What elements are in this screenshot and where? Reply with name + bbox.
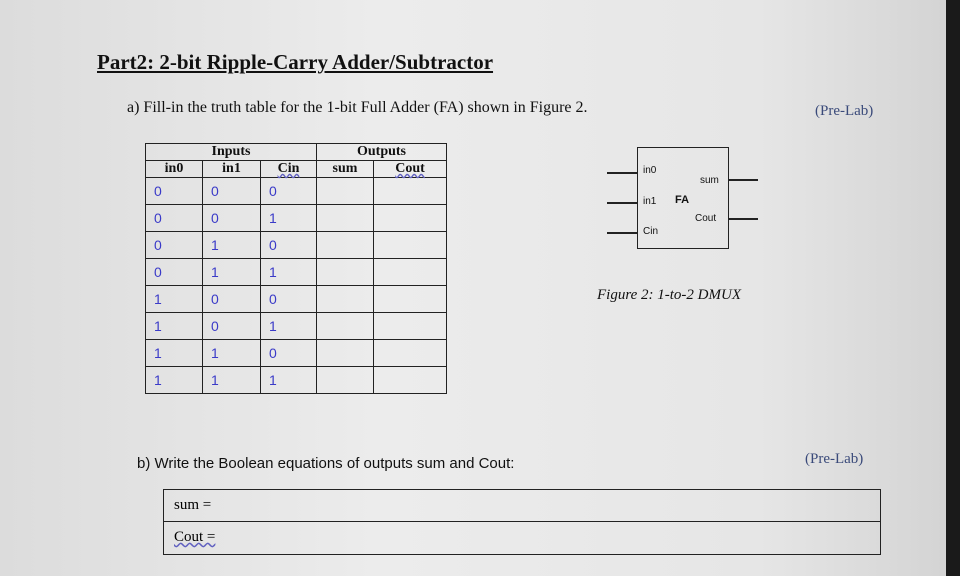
sum-equation-field[interactable]: sum = [164, 490, 880, 522]
wire-in1 [607, 202, 637, 204]
input-cell: 1 [260, 312, 317, 340]
cout-cell[interactable] [373, 204, 447, 232]
col-cin: Cin [260, 160, 317, 178]
label-sum: sum [700, 175, 719, 186]
sum-cell[interactable] [316, 312, 374, 340]
input-cell: 1 [202, 366, 261, 394]
label-fa: FA [675, 194, 690, 206]
cout-cell[interactable] [373, 312, 447, 340]
outputs-header: Outputs [316, 143, 447, 161]
input-cell: 1 [145, 339, 203, 367]
cout-cell[interactable] [373, 339, 447, 367]
input-cell: 0 [260, 339, 317, 367]
question-b: b) Write the Boolean equations of output… [137, 455, 515, 472]
col-in1: in1 [202, 160, 261, 178]
input-cell: 1 [202, 339, 261, 367]
prelab-tag-a: (Pre-Lab) [815, 103, 874, 119]
input-cell: 0 [260, 285, 317, 313]
sum-cell[interactable] [316, 258, 374, 286]
input-cell: 0 [202, 204, 261, 232]
label-cin: Cin [643, 226, 659, 237]
sum-cell[interactable] [316, 231, 374, 259]
question-a: a) Fill-in the truth table for the 1-bit… [127, 99, 588, 116]
input-cell: 1 [145, 285, 203, 313]
label-cout: Cout [695, 213, 717, 224]
input-cell: 0 [260, 177, 317, 205]
input-cell: 1 [202, 231, 261, 259]
inputs-header: Inputs [145, 143, 317, 161]
wire-cin [607, 232, 637, 234]
input-cell: 1 [202, 258, 261, 286]
input-cell: 1 [145, 366, 203, 394]
input-cell: 1 [260, 258, 317, 286]
input-cell: 1 [260, 366, 317, 394]
cout-cell[interactable] [373, 231, 447, 259]
sum-cell[interactable] [316, 285, 374, 313]
sum-cell[interactable] [316, 339, 374, 367]
input-cell: 0 [202, 285, 261, 313]
page-title: Part2: 2-bit Ripple-Carry Adder/Subtract… [97, 50, 494, 74]
input-cell: 0 [145, 258, 203, 286]
wire-cout [728, 218, 758, 220]
sum-cell[interactable] [316, 177, 374, 205]
col-sum: sum [316, 160, 374, 178]
wire-in0 [607, 172, 637, 174]
cout-cell[interactable] [373, 366, 447, 394]
figure-caption: Figure 2: 1-to-2 DMUX [597, 287, 741, 303]
cout-cell[interactable] [373, 258, 447, 286]
input-cell: 0 [260, 231, 317, 259]
full-adder-block: in0 in1 Cin FA sum Cout [607, 147, 758, 249]
equation-box: sum = Cout = [163, 489, 881, 555]
prelab-tag-b: (Pre-Lab) [805, 451, 864, 467]
cout-equation-field[interactable]: Cout = [174, 529, 216, 545]
label-in1: in1 [643, 196, 657, 207]
wire-sum [728, 179, 758, 181]
col-in0: in0 [145, 160, 203, 178]
sum-cell[interactable] [316, 204, 374, 232]
input-cell: 1 [145, 312, 203, 340]
input-cell: 1 [260, 204, 317, 232]
cout-cell[interactable] [373, 285, 447, 313]
sum-cell[interactable] [316, 366, 374, 394]
input-cell: 0 [202, 312, 261, 340]
col-cout: Cout [373, 160, 447, 178]
label-in0: in0 [643, 165, 657, 176]
input-cell: 0 [202, 177, 261, 205]
cout-cell[interactable] [373, 177, 447, 205]
input-cell: 0 [145, 204, 203, 232]
input-cell: 0 [145, 177, 203, 205]
input-cell: 0 [145, 231, 203, 259]
